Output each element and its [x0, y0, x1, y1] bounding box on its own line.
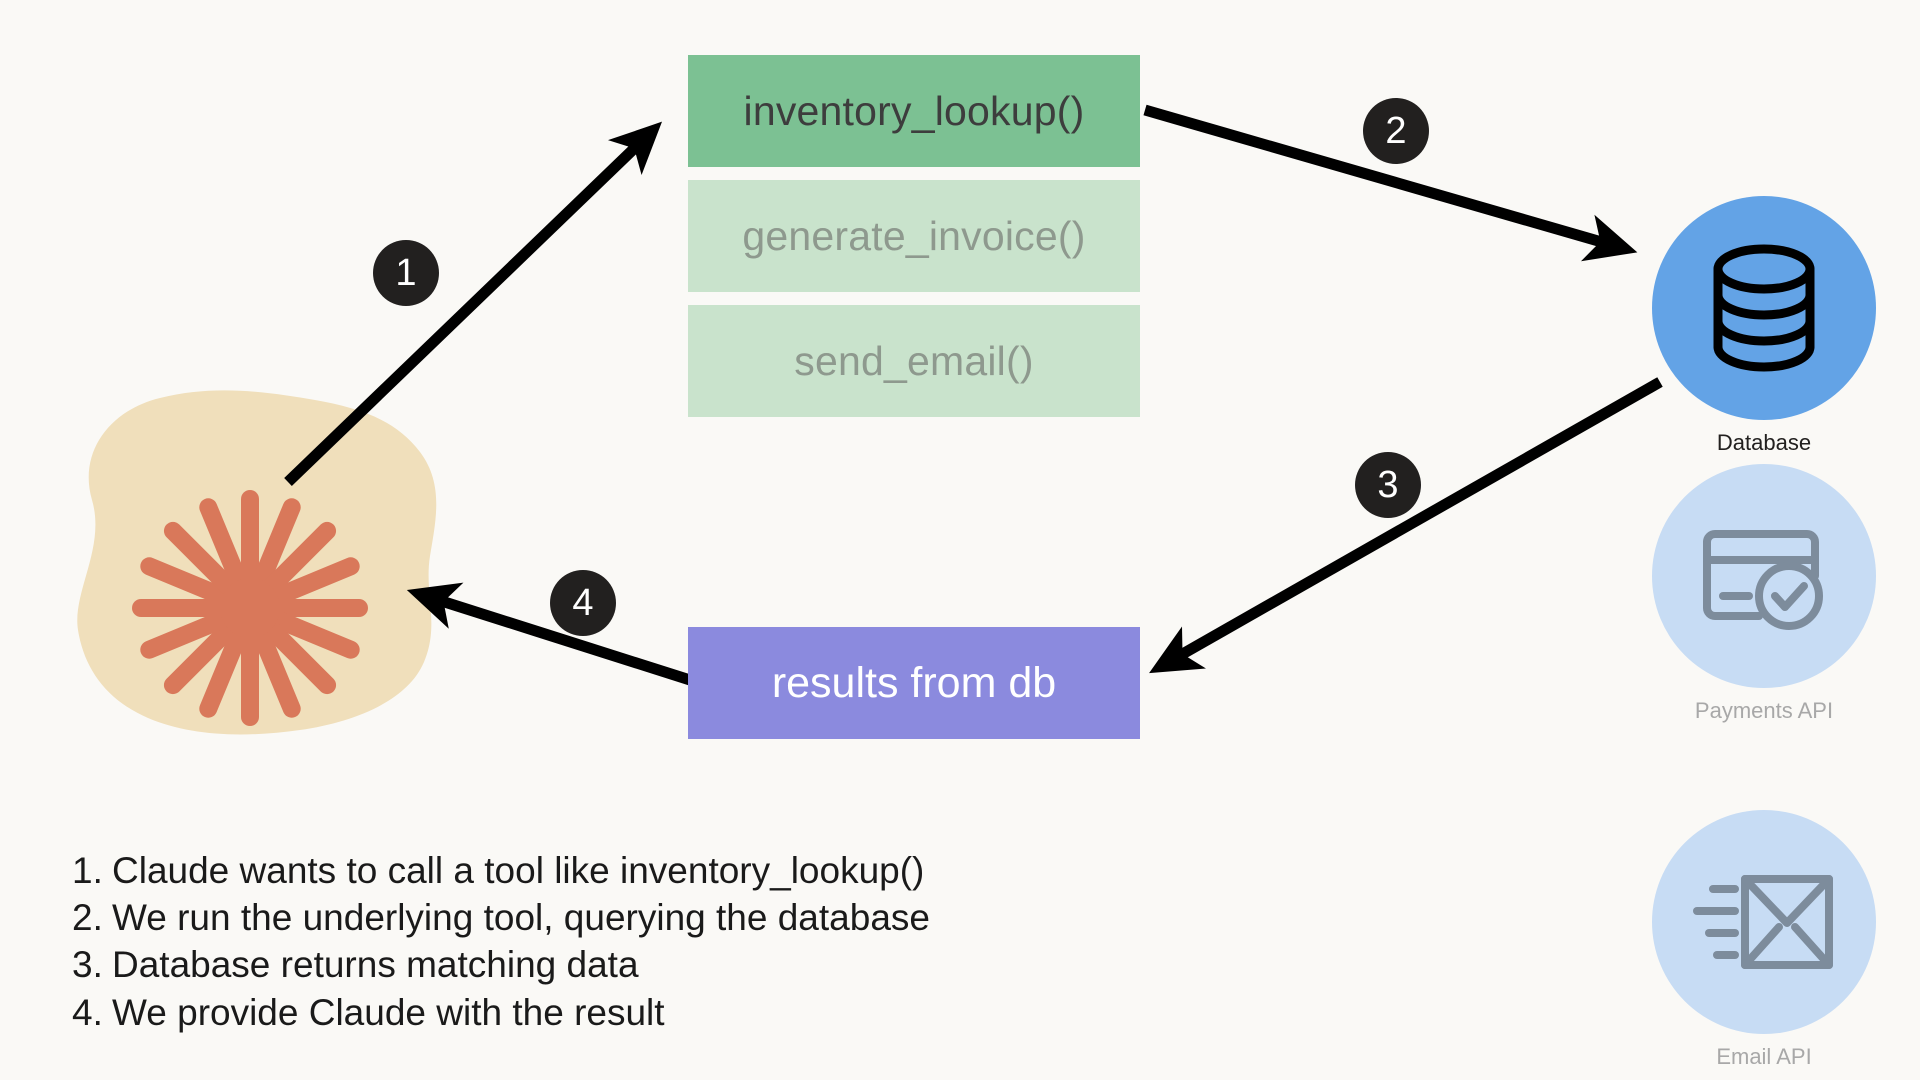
result-box[interactable]: results from db: [688, 627, 1140, 739]
result-box-label: results from db: [771, 658, 1057, 707]
service-email-circle: [1652, 810, 1876, 1034]
step-legend-item-2: 2. We run the underlying tool, querying …: [72, 897, 1272, 939]
step-badge-2: 2: [1363, 98, 1429, 164]
service-payments-circle: [1652, 464, 1876, 688]
step-description: We run the underlying tool, querying the…: [112, 897, 930, 939]
tool-item-inventory-lookup[interactable]: inventory_lookup(): [688, 55, 1140, 167]
step-description: Claude wants to call a tool like invento…: [112, 850, 925, 891]
tool-list: inventory_lookup() generate_invoice() se…: [688, 55, 1140, 430]
tool-item-label: inventory_lookup(): [743, 87, 1085, 134]
step-description: Database returns matching data: [112, 944, 639, 986]
service-database[interactable]: Database: [1652, 196, 1876, 456]
service-payments[interactable]: Payments API: [1652, 464, 1876, 724]
step-legend-item-3: 3. Database returns matching data: [72, 944, 1272, 986]
step-badge-4: 4: [550, 570, 616, 636]
arrow-3-database-to-results: [1149, 377, 1663, 674]
service-email-label: Email API: [1716, 1044, 1812, 1069]
service-email[interactable]: Email API: [1652, 810, 1876, 1070]
arrow-1-claude-to-tool: [284, 121, 663, 486]
tool-item-label: send_email(): [794, 337, 1034, 384]
step-badge-3: 3: [1355, 452, 1421, 518]
database-icon: [1713, 244, 1815, 372]
claude-agent-blob: [77, 390, 437, 735]
tool-item-send-email[interactable]: send_email(): [688, 305, 1140, 417]
step-number: 3.: [72, 944, 103, 986]
step-legend-item-4: 4. We provide Claude with the result: [72, 992, 1272, 1034]
step-legend-item-1: 1. Claude wants to call a tool like inve…: [72, 850, 1272, 892]
credit-card-check-icon: [1703, 530, 1823, 630]
service-database-label: Database: [1716, 430, 1812, 455]
step-number: 1.: [72, 850, 103, 891]
step-number: 2.: [72, 897, 103, 939]
tool-item-generate-invoice[interactable]: generate_invoice(): [688, 180, 1140, 292]
step-badge-1: 1: [373, 240, 439, 306]
service-database-circle: [1652, 196, 1876, 420]
service-payments-label: Payments API: [1694, 698, 1834, 723]
step-description: We provide Claude with the result: [112, 991, 665, 1033]
envelope-send-icon: [1693, 875, 1833, 969]
tool-item-label: generate_invoice(): [742, 212, 1086, 259]
step-number: 4.: [72, 991, 103, 1033]
claude-starburst-icon: [132, 490, 368, 726]
steps-legend: 1. Claude wants to call a tool like inve…: [72, 850, 1272, 1039]
